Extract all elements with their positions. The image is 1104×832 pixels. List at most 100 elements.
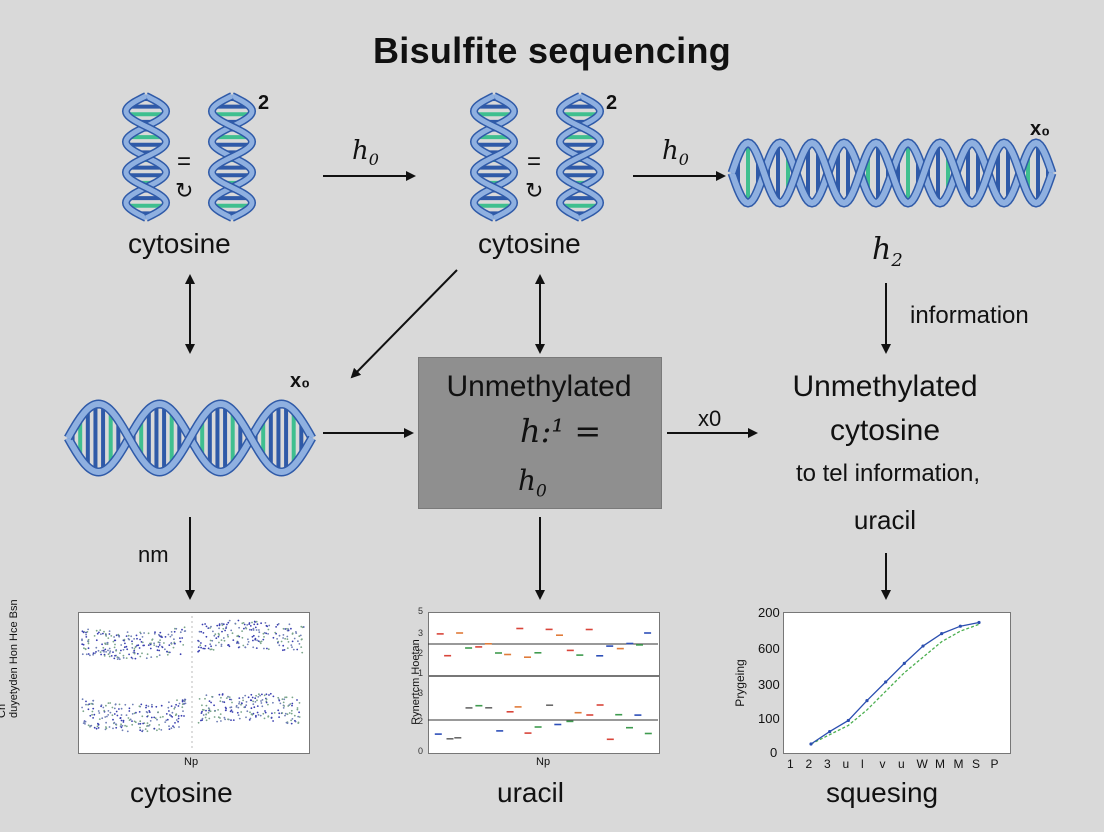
scatter-point <box>123 646 126 649</box>
scatter-point <box>198 630 201 633</box>
scatter-point <box>246 624 249 626</box>
scatter-point <box>201 719 203 721</box>
scatter-point <box>207 647 210 650</box>
equals-sign-mid: = <box>527 148 542 175</box>
scatter-point <box>222 637 225 639</box>
scatter-point <box>131 723 134 726</box>
scatter-point <box>290 644 293 646</box>
scatter-point <box>280 640 283 643</box>
scatter-point <box>244 706 247 708</box>
scatter-point <box>98 718 101 720</box>
scatter-point <box>269 692 272 695</box>
mid-plot-xlabel: Np <box>536 756 551 768</box>
scatter-point <box>278 698 280 701</box>
arrow-label-h0-2-main: h <box>662 136 679 166</box>
scatter-point <box>227 635 230 638</box>
scatter-point <box>298 635 301 638</box>
scatter-point <box>249 717 252 720</box>
scatter-point <box>241 636 244 639</box>
xtick-label: u <box>898 757 905 771</box>
scatter-point <box>207 627 210 629</box>
scatter-point <box>131 713 134 715</box>
scatter-point <box>220 696 222 699</box>
scatter-point <box>97 649 100 652</box>
scatter-point <box>92 699 95 702</box>
scatter-point <box>237 646 240 649</box>
scatter-point <box>84 648 87 650</box>
scatter-point <box>95 651 97 653</box>
scatter-point <box>253 706 256 709</box>
scatter-point <box>106 643 109 646</box>
scatter-point <box>168 728 171 730</box>
arrow-label-h0-2-sub: 0 <box>678 150 689 170</box>
scatter-point <box>109 702 112 704</box>
series-point-1 <box>902 661 906 665</box>
scatter-point <box>147 705 150 708</box>
scatter-point <box>157 711 159 713</box>
scatter-point <box>113 713 116 715</box>
scatter-point <box>248 623 251 625</box>
scatter-point <box>181 699 184 702</box>
scatter-point <box>133 712 136 715</box>
scatter-point <box>289 703 292 705</box>
scatter-point <box>227 718 229 721</box>
series-point-1 <box>921 644 925 648</box>
scatter-point <box>211 639 214 642</box>
scatter-point <box>203 709 205 711</box>
scatter-point <box>253 623 256 626</box>
h2-sub: 2 <box>891 250 903 271</box>
scatter-point <box>167 651 170 654</box>
scatter-point <box>83 647 85 650</box>
scatter-point <box>209 710 212 713</box>
scatter-point <box>248 719 251 721</box>
scatter-point <box>267 715 270 717</box>
scatter-point <box>138 711 141 713</box>
scatter-point <box>221 624 224 627</box>
scatter-point <box>87 724 90 727</box>
scatter-point <box>224 718 227 721</box>
scatter-point <box>284 714 286 717</box>
scatter-point <box>300 625 303 628</box>
scatter-point <box>264 710 266 712</box>
scatter-point <box>177 715 180 717</box>
scatter-point <box>125 635 128 637</box>
scatter-point <box>130 656 133 659</box>
scatter-point <box>291 702 294 705</box>
scatter-point <box>284 712 287 715</box>
scatter-point <box>170 705 173 707</box>
scatter-point <box>149 643 152 646</box>
scatter-point <box>158 644 161 646</box>
scatter-point <box>297 640 299 643</box>
scatter-point <box>107 637 110 639</box>
scatter-point <box>120 714 123 716</box>
scatter-point <box>260 622 262 625</box>
scatter-point <box>164 721 167 723</box>
scatter-point <box>85 653 88 656</box>
scatter-point <box>291 646 293 648</box>
scatter-point <box>87 638 90 641</box>
scatter-point <box>103 655 106 657</box>
scatter-point <box>229 698 231 701</box>
scatter-point <box>168 644 171 646</box>
scatter-point <box>85 703 87 706</box>
scatter-point <box>113 721 116 724</box>
scatter-point <box>291 696 294 699</box>
scatter-point <box>107 653 110 656</box>
scatter-point <box>230 629 233 632</box>
scatter-point <box>104 633 107 635</box>
scatter-point <box>84 723 86 725</box>
scatter-point <box>94 652 96 655</box>
scatter-point <box>290 712 293 715</box>
scatter-point <box>249 625 252 627</box>
scatter-point <box>101 717 104 720</box>
scatter-point <box>251 713 254 716</box>
scatter-point <box>255 716 257 718</box>
scatter-point <box>257 640 260 642</box>
scatter-point <box>245 716 247 719</box>
scatter-point <box>92 717 94 719</box>
scatter-point <box>134 657 137 660</box>
scatter-point <box>137 723 140 725</box>
scatter-point <box>116 658 119 660</box>
scatter-point <box>205 635 208 638</box>
scatter-point <box>236 711 239 714</box>
